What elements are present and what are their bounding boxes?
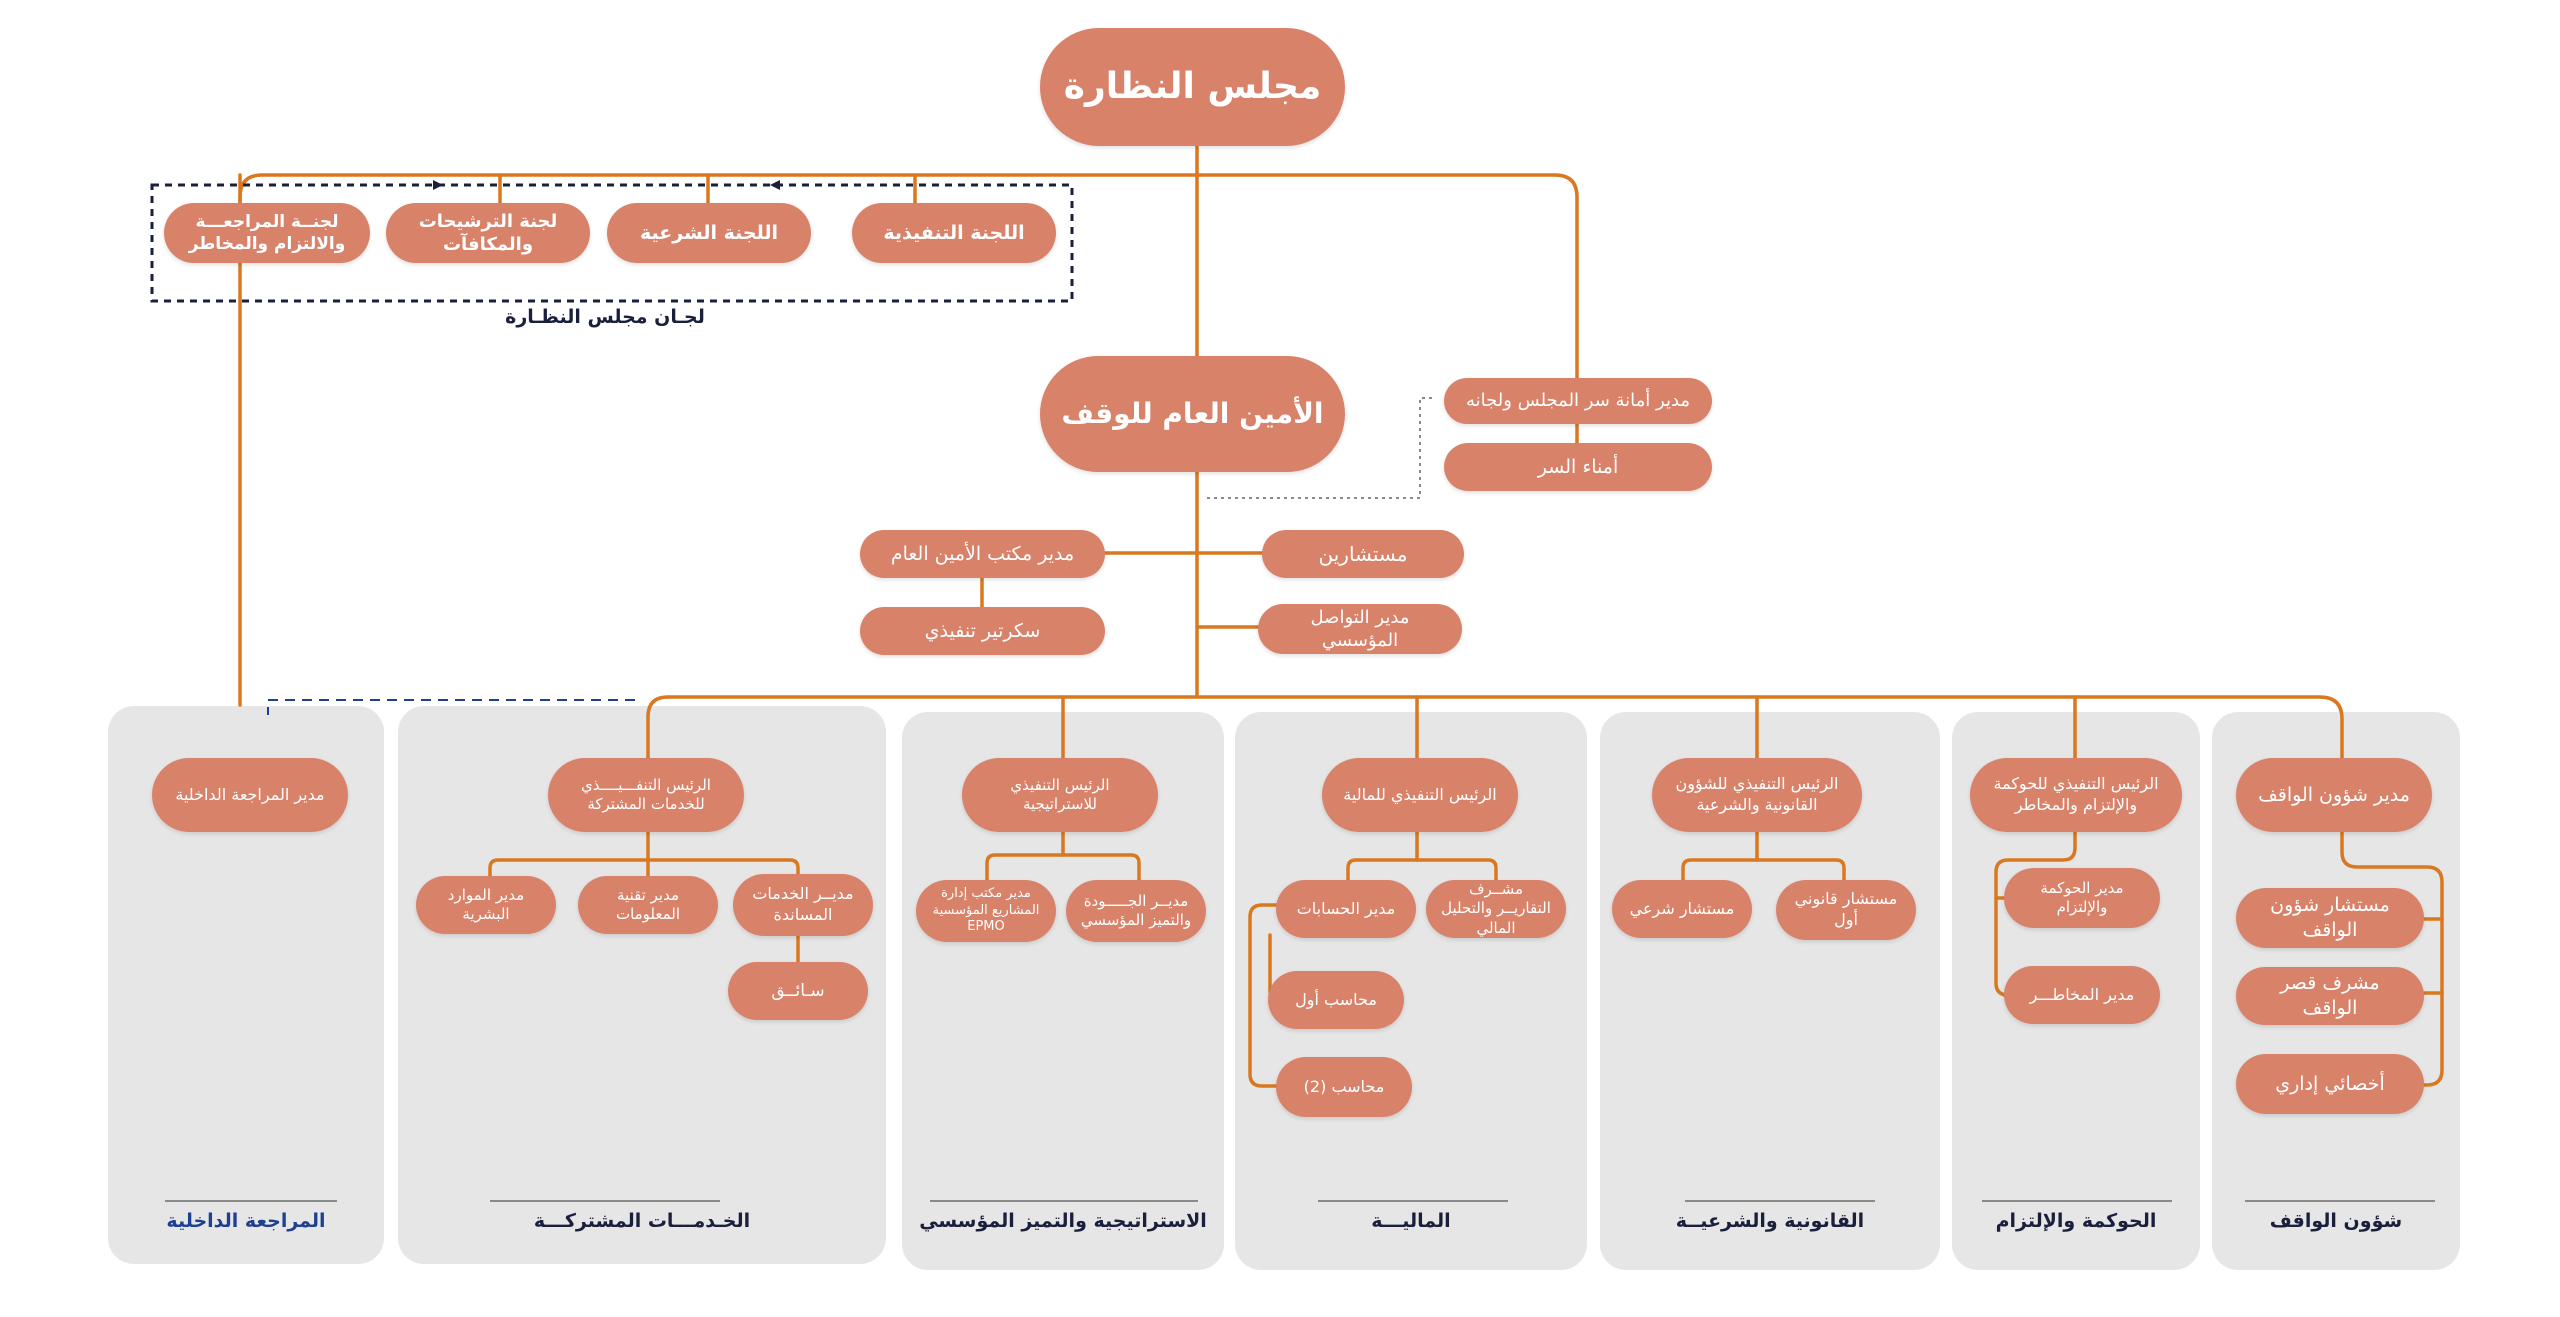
shared-services-label: الخـدمـــات المشتركـــة — [533, 1210, 751, 1232]
governance-label-underline — [1982, 1200, 2172, 1202]
general-secretary-box[interactable]: الأمين العام للوقف — [1040, 356, 1345, 472]
senior-legal-advisor-box[interactable]: مستشار قانوني أول — [1776, 880, 1916, 940]
nominations-committee-box[interactable]: لجنة الترشيحات والمكافآت — [386, 203, 590, 263]
accounts-director-box[interactable]: مدير الحسابات — [1276, 880, 1416, 938]
governance-label: الحوكمة والإلتزام — [1995, 1210, 2157, 1232]
strategy-ceo-box[interactable]: الرئيس التنفيذي للاستراتيجية — [962, 758, 1158, 832]
legal-sharia-label: القانونية والشرعيــة — [1675, 1210, 1865, 1232]
endower-affairs-label: شؤون الواقف — [2269, 1210, 2403, 1232]
it-director-box[interactable]: مدير تقنية المعلومات — [578, 876, 718, 934]
finance-label-underline — [1318, 1200, 1508, 1202]
exec-secretary-box[interactable]: سكرتير تنفيذي — [860, 607, 1105, 655]
secretaries-box[interactable]: أمناء السر — [1444, 443, 1712, 491]
risk-director-box[interactable]: مدير المخاطـــر — [2004, 966, 2160, 1024]
quality-excellence-director-box[interactable]: مديــر الجـــــودة والتميز المؤسسي — [1066, 880, 1206, 942]
hr-director-box[interactable]: مدير الموارد البشرية — [416, 876, 556, 934]
legal-label-underline — [1685, 1200, 1875, 1202]
sharia-advisor-box[interactable]: مستشار شرعي — [1612, 880, 1752, 938]
accountant-box[interactable]: محاسب (2) — [1276, 1057, 1412, 1117]
gs-office-director-box[interactable]: مدير مكتب الأمين العام — [860, 530, 1105, 578]
finance-label: الماليـــة — [1371, 1210, 1451, 1232]
corporate-comm-director-box[interactable]: مدير التواصل المؤسسي — [1258, 604, 1462, 654]
internal-audit-director-box[interactable]: مدير المراجعة الداخلية — [152, 758, 348, 832]
endower-advisor-box[interactable]: مستشار شؤون الواقف — [2236, 888, 2424, 948]
strategy-label-underline — [930, 1200, 1198, 1202]
secretariat-director-box[interactable]: مدير أمانة سر المجلس ولجانه — [1444, 378, 1712, 424]
legal-ceo-box[interactable]: الرئيس التنفيذي للشؤون القانونية والشرعي… — [1652, 758, 1862, 832]
executive-committee-box[interactable]: اللجنة التنفيذية — [852, 203, 1056, 263]
endower-affairs-director-box[interactable]: مدير شؤون الواقف — [2236, 758, 2432, 832]
palace-supervisor-box[interactable]: مشرف قصر الواقف — [2236, 967, 2424, 1025]
internal-audit-label: المراجعة الداخلية — [166, 1210, 326, 1232]
audit-label-underline — [165, 1200, 337, 1202]
driver-box[interactable]: سـائــق — [728, 962, 868, 1020]
strategy-label: الاستراتيجية والتميز المؤسسي — [919, 1210, 1207, 1232]
financial-reporting-supervisor-box[interactable]: مشــرف التقاريــر والتحليل المالي — [1426, 880, 1566, 938]
board-box[interactable]: مجلس النظارة — [1040, 28, 1345, 146]
shared-label-underline — [490, 1200, 720, 1202]
senior-accountant-box[interactable]: محاسب أول — [1268, 971, 1404, 1029]
shared-services-ceo-box[interactable]: الرئيس التنفـــيــــذي للخدمات المشتركة — [548, 758, 744, 832]
audit-committee-box[interactable]: لجنــة المراجعـــة والالتزام والمخاطر — [164, 203, 370, 263]
endower-label-underline — [2245, 1200, 2435, 1202]
support-services-director-box[interactable]: مديــر الخدمات المساندة — [733, 874, 873, 936]
advisors-box[interactable]: مستشارين — [1262, 530, 1464, 578]
governance-ceo-box[interactable]: الرئيس التنفيذي للحوكمة والإلتزام والمخا… — [1970, 758, 2182, 832]
finance-ceo-box[interactable]: الرئيس التنفيذي للمالية — [1322, 758, 1518, 832]
epmo-director-box[interactable]: مدير مكتب إدارة المشاريع المؤسسية EPMO — [916, 880, 1056, 942]
sharia-committee-box[interactable]: اللجنة الشرعية — [607, 203, 811, 263]
committees-group-label: لجـان مجلس النظـارة — [505, 306, 705, 328]
admin-specialist-box[interactable]: أخصائي إداري — [2236, 1054, 2424, 1114]
governance-compliance-director-box[interactable]: مدير الحوكمة والإلتزام — [2004, 868, 2160, 928]
